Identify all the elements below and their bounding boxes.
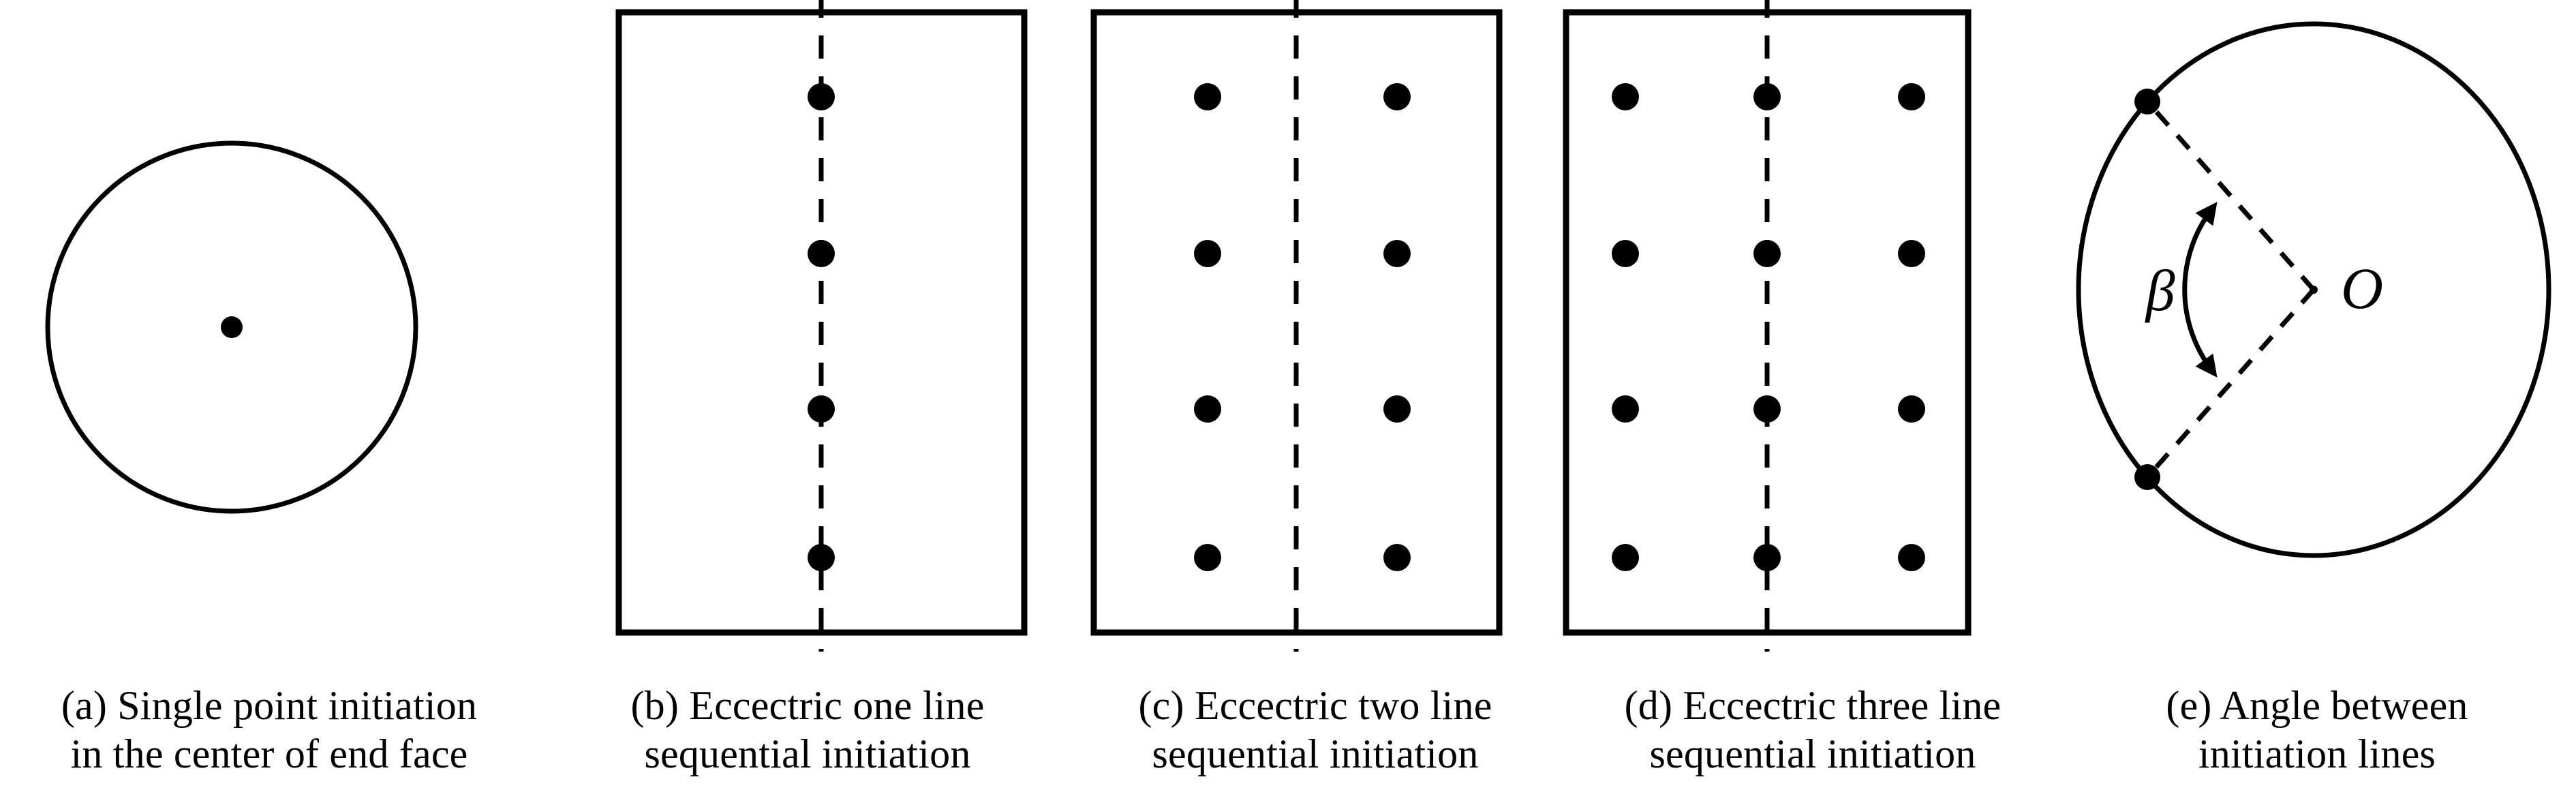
radius-line-upper — [2145, 100, 2316, 292]
panel-d-artwork — [1554, 0, 2072, 675]
panel-e-caption-line-1: (e) Angle between — [2166, 683, 2468, 728]
initiation-point — [1753, 240, 1781, 267]
initiation-point — [1612, 544, 1639, 571]
initiation-point — [1383, 240, 1411, 267]
panel-a-caption: (a) Single point initiation in the cente… — [0, 682, 538, 778]
initiation-point — [808, 395, 835, 423]
panel-e-caption: (e) Angle between initiation lines — [2058, 682, 2576, 778]
panel-e-angle-between-initiation-lines: β O (e) Angle between initiation lines — [2058, 0, 2576, 790]
initiation-point — [1753, 83, 1781, 110]
initiation-point — [1612, 240, 1639, 267]
panel-c-caption: (c) Eccectric two line sequential initia… — [1077, 682, 1554, 778]
circle-center-marker — [2310, 286, 2318, 294]
initiation-point — [1194, 83, 1221, 110]
radius-line-lower — [2145, 288, 2316, 479]
panel-b-caption-line-2: sequential initiation — [644, 731, 971, 776]
initiation-point — [1383, 544, 1411, 571]
panel-b-eccentric-one-line: (b) Eccectric one line sequential initia… — [538, 0, 1077, 790]
initiation-point — [1383, 395, 1411, 423]
panel-a-caption-line-1: (a) Single point initiation — [61, 683, 478, 728]
panel-d-caption: (d) Eccectric three line sequential init… — [1554, 682, 2072, 778]
panel-a-single-point-initiation: (a) Single point initiation in the cente… — [0, 0, 538, 790]
panel-b-caption-line-1: (b) Eccectric one line — [630, 683, 985, 728]
panel-c-caption-line-2: sequential initiation — [1152, 731, 1479, 776]
initiation-point — [1753, 544, 1781, 571]
initiation-point — [1898, 395, 1925, 423]
initiation-point — [1383, 83, 1411, 110]
panel-d-caption-line-1: (d) Eccectric three line — [1624, 683, 2002, 728]
initiation-point — [1753, 395, 1781, 423]
panel-c-caption-line-1: (c) Eccectric two line — [1138, 683, 1492, 728]
initiation-point — [808, 83, 835, 110]
panel-b-caption: (b) Eccectric one line sequential initia… — [538, 682, 1077, 778]
center-label-o: O — [2341, 256, 2383, 321]
initiation-point — [1194, 240, 1221, 267]
panel-c-eccentric-two-line: (c) Eccectric two line sequential initia… — [1077, 0, 1554, 790]
angle-arc-arrow — [2182, 202, 2218, 378]
initiation-point — [2134, 464, 2160, 490]
angle-label-beta: β — [2145, 258, 2175, 323]
panel-d-eccentric-three-line: (d) Eccectric three line sequential init… — [1554, 0, 2072, 790]
initiation-point — [1194, 395, 1221, 423]
panel-e-caption-line-2: initiation lines — [2198, 731, 2436, 776]
panel-a-caption-line-2: in the center of end face — [70, 731, 468, 776]
initiation-point — [1194, 544, 1221, 571]
panel-a-artwork — [0, 0, 538, 675]
initiation-point — [1898, 544, 1925, 571]
initiation-point — [1612, 395, 1639, 423]
initiation-point — [808, 240, 835, 267]
panel-e-artwork: β O — [2058, 0, 2576, 675]
initiation-point — [221, 316, 243, 338]
end-face-circle — [45, 140, 418, 514]
initiation-point — [1898, 83, 1925, 110]
initiation-point — [1898, 240, 1925, 267]
panel-b-artwork — [538, 0, 1077, 675]
end-face-circle — [2076, 21, 2551, 558]
panel-c-artwork — [1077, 0, 1554, 675]
initiation-point — [808, 544, 835, 571]
initiation-point — [2134, 89, 2160, 115]
panel-d-caption-line-2: sequential initiation — [1649, 731, 1976, 776]
initiation-point — [1612, 83, 1639, 110]
